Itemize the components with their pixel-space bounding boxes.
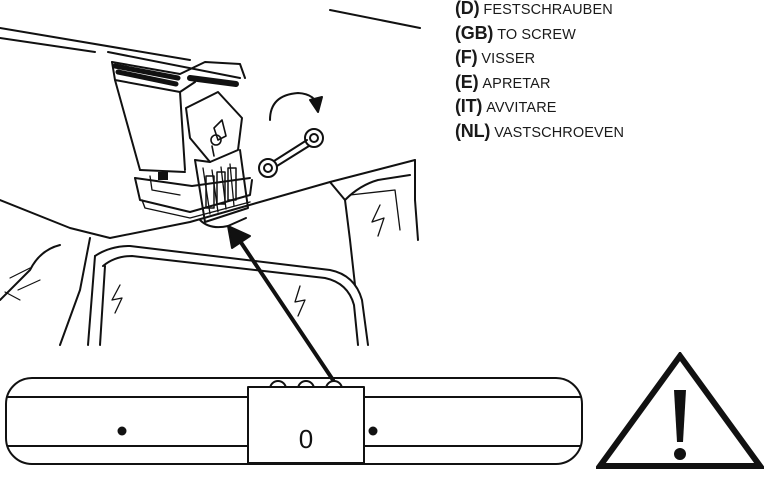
roof-bar xyxy=(0,27,246,93)
pointer-arrow xyxy=(227,225,335,382)
language-code: (GB) xyxy=(455,22,494,43)
language-code: (F) xyxy=(455,47,478,67)
instruction-text: TO SCREW xyxy=(497,26,576,43)
instruction-it: (IT)AVVITARE xyxy=(455,94,624,119)
instruction-nl: (NL)VASTSCHROEVEN xyxy=(455,119,624,144)
instruction-text: VASTSCHROEVEN xyxy=(494,124,625,141)
instruction-text: APRETAR xyxy=(482,75,551,92)
detail-dot-left xyxy=(117,426,127,436)
instruction-e: (E)APRETAR xyxy=(455,70,624,95)
detail-dot-right xyxy=(368,426,378,436)
bolt-label: 0 xyxy=(299,424,313,454)
language-code: (E) xyxy=(455,71,479,92)
warning-triangle-icon xyxy=(596,352,764,469)
windscreen xyxy=(4,189,401,346)
language-code: (D) xyxy=(455,0,480,18)
rotate-arrow-icon xyxy=(269,92,323,121)
instruction-text: FESTSCHRAUBEN xyxy=(483,2,613,18)
language-code: (NL) xyxy=(455,120,491,141)
car-roof xyxy=(0,9,421,346)
instruction-text: AVVITARE xyxy=(486,100,557,116)
instruction-f: (F)VISSER xyxy=(455,45,624,70)
bar-foot xyxy=(114,79,253,219)
instruction-d: (D)FESTSCHRAUBEN xyxy=(455,0,624,21)
language-code: (IT) xyxy=(455,96,483,116)
instruction-text: VISSER xyxy=(481,51,536,67)
instruction-list: (D)FESTSCHRAUBEN (GB)TO SCREW (F)VISSER … xyxy=(455,0,624,143)
clamp-bracket xyxy=(185,91,249,229)
instruction-gb: (GB)TO SCREW xyxy=(455,21,624,46)
wrench-icon xyxy=(258,128,324,178)
clamp-bolt xyxy=(210,119,227,157)
detail-view: 0 xyxy=(5,377,583,465)
